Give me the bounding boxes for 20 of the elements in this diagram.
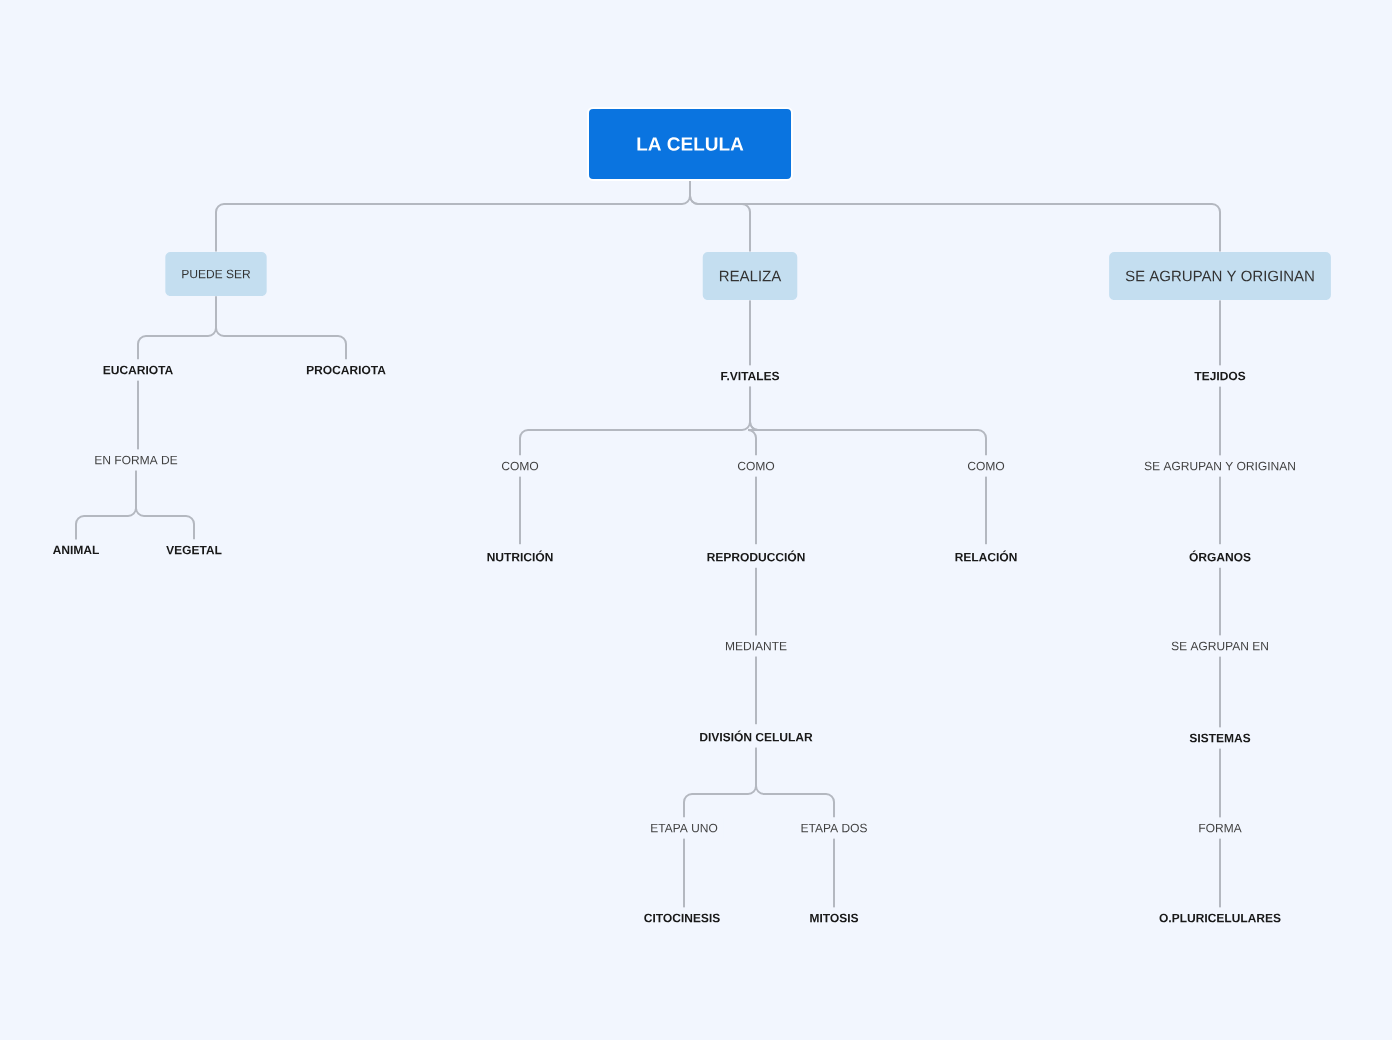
connector-line	[683, 837, 685, 909]
connector-line	[749, 385, 987, 457]
connector-line	[755, 655, 757, 726]
connector-line	[689, 180, 1221, 253]
root-box: LA CELULA	[587, 107, 793, 181]
connector-line	[1219, 385, 1221, 457]
connector-line	[755, 746, 835, 819]
connector-line	[833, 837, 835, 909]
connector-line	[985, 475, 987, 546]
connector-line	[519, 475, 521, 546]
connector-line	[1219, 655, 1221, 729]
connector-line	[1219, 475, 1221, 546]
connector-line	[1219, 747, 1221, 819]
connector-line	[137, 379, 139, 451]
connector-line	[755, 475, 757, 546]
connector-line	[755, 566, 757, 637]
connector-line	[1219, 299, 1221, 367]
connector-line	[1219, 566, 1221, 637]
connector-line	[1219, 837, 1221, 909]
connector-line	[749, 299, 751, 367]
